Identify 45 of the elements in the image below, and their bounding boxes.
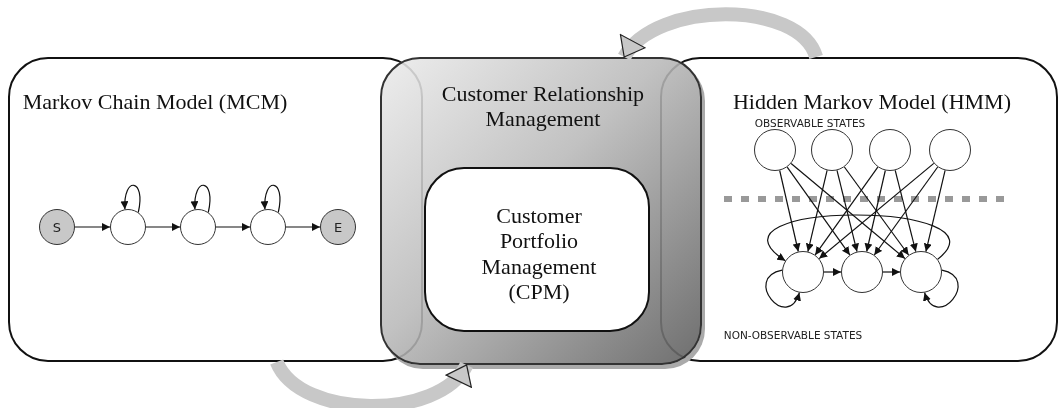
state-circle: E	[320, 209, 356, 245]
self-loop-arrow	[924, 269, 959, 308]
state-circle	[754, 129, 796, 171]
arrow	[818, 162, 935, 260]
arrow	[768, 214, 950, 262]
arrow	[790, 162, 906, 260]
arrow	[74, 223, 111, 231]
arrow	[894, 169, 918, 253]
arrow	[923, 169, 946, 253]
state-circle	[841, 251, 883, 293]
self-loop-arrow	[260, 184, 281, 213]
arrow	[215, 223, 251, 231]
box-title: Markov Chain Model (MCM)	[21, 89, 289, 115]
arrow	[805, 169, 828, 253]
state-layer-label: NON-OBSERVABLE STATES	[723, 329, 863, 341]
state-circle	[811, 129, 853, 171]
state-circle	[250, 209, 286, 245]
arrow	[843, 166, 910, 256]
box-title: Hidden Markov Model (HMM)	[732, 89, 1012, 115]
self-loop-arrow	[120, 184, 141, 213]
arrow	[145, 223, 181, 231]
arrow	[779, 169, 801, 253]
arrow	[873, 166, 939, 256]
state-circle	[782, 251, 824, 293]
state-circle: S	[39, 209, 75, 245]
self-loop-arrow	[765, 269, 800, 308]
arrow	[882, 268, 901, 276]
rounded-box	[424, 167, 650, 332]
arrow	[864, 169, 886, 253]
arrow	[823, 268, 842, 276]
state-circle	[180, 209, 216, 245]
arrow	[786, 166, 851, 256]
state-circle	[900, 251, 942, 293]
curved-block-arrow	[618, 7, 823, 62]
arrow	[814, 166, 879, 256]
state-circle	[929, 129, 971, 171]
state-layer-label: OBSERVABLE STATES	[754, 117, 866, 129]
box-title: Customer Portfolio Management (CPM)	[480, 203, 598, 305]
self-loop-arrow	[190, 184, 211, 213]
arrow	[285, 223, 321, 231]
curved-block-arrow	[270, 358, 473, 408]
state-circle	[110, 209, 146, 245]
arrow	[836, 169, 859, 253]
box-title: Customer Relationship Management	[440, 81, 646, 132]
state-circle	[869, 129, 911, 171]
